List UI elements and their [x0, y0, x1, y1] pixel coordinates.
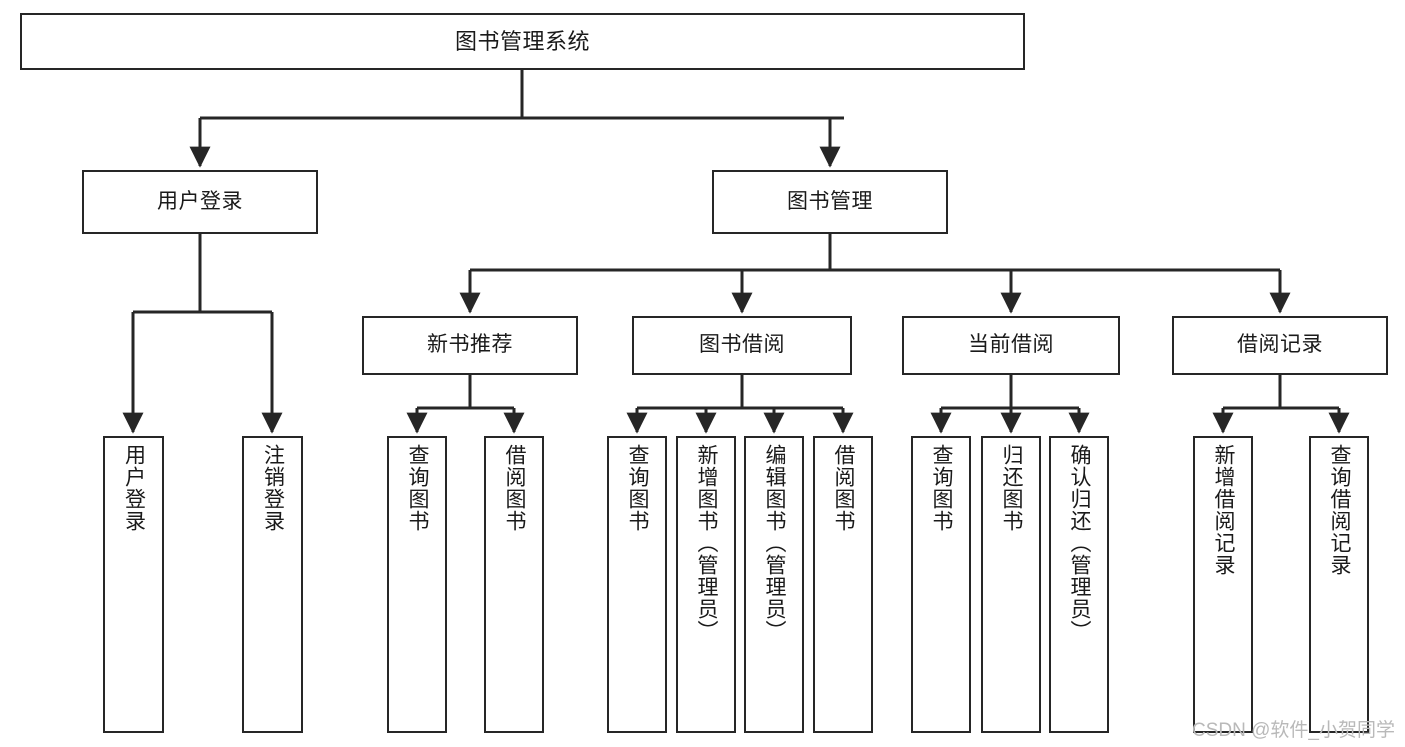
watermark: CSDN @软件_小贺同学 — [1192, 720, 1395, 741]
node-book-management[interactable]: 图书管理 — [712, 170, 948, 234]
node-label: 编辑图书（管理员） — [763, 444, 787, 642]
node-label: 当前借阅 — [968, 333, 1054, 357]
node-label: 图书管理 — [787, 189, 873, 213]
leaf-borrow-query-book[interactable]: 查询图书 — [607, 436, 667, 733]
node-label: 新增图书（管理员） — [695, 444, 719, 642]
node-label: 查询借阅记录 — [1328, 444, 1352, 576]
node-label: 查询图书 — [406, 444, 430, 532]
node-borrow-record[interactable]: 借阅记录 — [1172, 316, 1388, 375]
node-label: 新书推荐 — [427, 333, 513, 357]
node-root-system[interactable]: 图书管理系统 — [20, 13, 1025, 70]
leaf-user-login[interactable]: 用户登录 — [103, 436, 164, 733]
node-new-book-recommend[interactable]: 新书推荐 — [362, 316, 578, 375]
node-label: 用户登录 — [157, 189, 243, 213]
leaf-borrow-edit-book[interactable]: 编辑图书（管理员） — [744, 436, 804, 733]
leaf-borrow-borrow-book[interactable]: 借阅图书 — [813, 436, 873, 733]
node-label: 用户登录 — [122, 444, 146, 532]
node-label: 归还图书 — [1000, 444, 1024, 532]
leaf-current-return-book[interactable]: 归还图书 — [981, 436, 1041, 733]
node-label: 借阅图书 — [832, 444, 856, 532]
leaf-current-confirm-return[interactable]: 确认归还（管理员） — [1049, 436, 1109, 733]
node-label: 查询图书 — [930, 444, 954, 532]
node-label: 确认归还（管理员） — [1068, 444, 1092, 642]
node-label: 借阅图书 — [503, 444, 527, 532]
leaf-current-query-book[interactable]: 查询图书 — [911, 436, 971, 733]
node-user-login[interactable]: 用户登录 — [82, 170, 318, 234]
node-current-borrow[interactable]: 当前借阅 — [902, 316, 1120, 375]
leaf-record-add[interactable]: 新增借阅记录 — [1193, 436, 1253, 733]
node-book-borrow[interactable]: 图书借阅 — [632, 316, 852, 375]
node-label: 借阅记录 — [1237, 333, 1323, 357]
node-label: 新增借阅记录 — [1212, 444, 1236, 576]
node-label: 图书管理系统 — [454, 28, 590, 54]
leaf-new-book-query[interactable]: 查询图书 — [387, 436, 447, 733]
leaf-borrow-add-book[interactable]: 新增图书（管理员） — [676, 436, 736, 733]
leaf-new-book-borrow[interactable]: 借阅图书 — [484, 436, 544, 733]
node-label: 图书借阅 — [699, 333, 785, 357]
leaf-user-logout[interactable]: 注销登录 — [242, 436, 303, 733]
leaf-record-query[interactable]: 查询借阅记录 — [1309, 436, 1369, 733]
node-label: 查询图书 — [626, 444, 650, 532]
node-label: 注销登录 — [261, 444, 285, 532]
